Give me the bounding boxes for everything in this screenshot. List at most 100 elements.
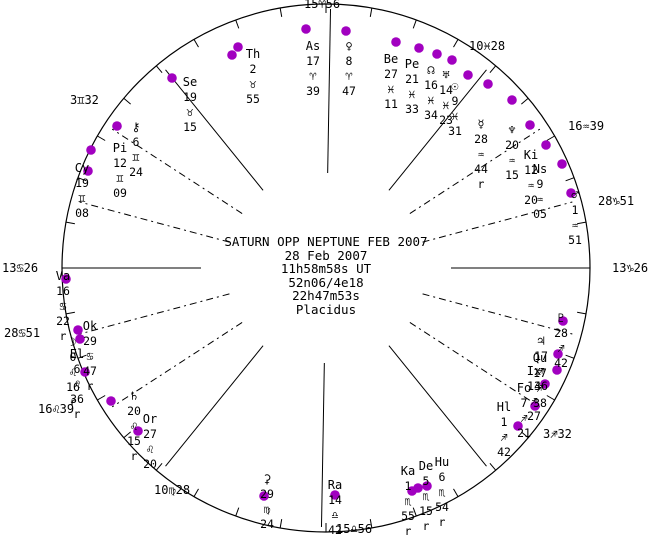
planet-label: ☿	[477, 117, 484, 131]
planet-dot	[330, 490, 340, 500]
chart-info-block: SATURN OPP NEPTUNE FEB 2007 28 Feb 2007 …	[0, 235, 652, 317]
degree-tick	[453, 39, 459, 48]
planet-position-line: ♐	[558, 341, 565, 355]
house-cusp-label: 13♑26	[612, 261, 648, 275]
planet-position-line: ♓	[443, 98, 450, 112]
planet-position-line: 0	[70, 350, 77, 364]
planet-position-line: 1	[501, 415, 508, 429]
house-cusp-line	[165, 345, 264, 467]
degree-tick	[453, 488, 459, 497]
planet-position-line: 28	[474, 132, 488, 146]
planet-position-line: ♌	[70, 365, 77, 379]
planet-dot	[558, 316, 568, 326]
planet-glyph-column: ♅14♓23	[439, 68, 453, 127]
degree-tick	[123, 97, 131, 105]
chart-date: 28 Feb 2007	[284, 247, 368, 263]
planet-position-line: 17	[534, 349, 548, 363]
planet-dot	[463, 70, 473, 80]
planet-position-line: 12	[524, 163, 538, 177]
planet-glyph-column: El6♌36r	[70, 347, 84, 421]
planet-position-line: 29	[260, 487, 274, 501]
planet-position-line: ♋	[60, 299, 67, 313]
planet-position-line: ♋	[87, 349, 94, 363]
planet-glyph-column: ♀8♈47	[342, 39, 356, 98]
planet-glyph-column: ☿28♒44r	[474, 117, 488, 191]
planet-dot	[86, 145, 96, 155]
planet-glyph-column: Ka1♏55r	[401, 464, 415, 538]
house-cusp-line	[388, 69, 487, 191]
planet-position-line: 44	[474, 162, 488, 176]
planet-position-line: 21	[405, 72, 419, 86]
planet-label: ♄	[130, 389, 137, 403]
planet-dot	[259, 491, 269, 501]
planet-position-line: 13	[527, 379, 541, 393]
house-cusp-label: 15♎56	[336, 522, 372, 535]
planet-position-line: ♐	[537, 381, 544, 395]
planet-dot	[540, 379, 550, 389]
planet-position-line: 24	[260, 517, 274, 531]
planet-label: Th	[246, 47, 260, 61]
house-cusp-label: 10♓28	[469, 39, 505, 53]
planet-position-line: 09	[113, 186, 127, 200]
planet-dot	[530, 401, 540, 411]
planet-position-line: ♏	[405, 494, 412, 508]
planet-dot	[167, 73, 177, 83]
planet-label: Ok	[83, 319, 98, 333]
planet-position-line: 39	[306, 84, 320, 98]
planet-dots	[61, 24, 576, 501]
planet-glyph-column: Hu6♏54r	[435, 455, 449, 529]
planet-position-line: 23	[439, 113, 453, 127]
planet-dot	[553, 349, 563, 359]
planet-glyph-column: ⚷6♊24	[129, 120, 143, 179]
chart-sidereal-time: 22h47m53s	[292, 288, 360, 304]
planet-position-line: 8	[346, 54, 353, 68]
chart-house-system: Placidus	[295, 301, 357, 317]
planet-label: Or	[143, 412, 157, 426]
planet-position-line: 5	[423, 474, 430, 488]
planet-position-line: 27	[527, 409, 541, 423]
degree-tick	[77, 354, 87, 359]
planet-position-line: 9	[537, 177, 544, 191]
planet-label: Ix	[527, 364, 541, 378]
planet-position-line: 55	[401, 509, 415, 523]
planet-position-line: r	[439, 515, 446, 529]
planet-dot	[566, 188, 576, 198]
planet-glyph-column: Th2♉55	[246, 47, 260, 106]
planet-position-line: 33	[405, 102, 419, 116]
planet-position-line: ♓	[428, 93, 435, 107]
degree-tick	[279, 7, 283, 17]
planet-position-line: ♌	[131, 419, 138, 433]
planet-position-line: 47	[342, 84, 356, 98]
planet-position-line: 05	[533, 207, 547, 221]
planet-position-line: r	[70, 395, 77, 409]
house-cusp-line	[327, 9, 332, 174]
planet-position-line: 29	[83, 334, 97, 348]
planet-dot	[447, 55, 457, 65]
planet-position-line: 34	[424, 108, 438, 122]
planet-position-line: 15	[419, 504, 433, 518]
planet-position-line: 16	[56, 284, 70, 298]
planet-label: Ki	[524, 148, 538, 162]
planet-dot	[75, 334, 85, 344]
planet-glyph-column: ♄20♌15r	[127, 389, 141, 463]
planet-glyph-column: ⚳29♍24	[260, 472, 274, 531]
planet-position-line: 24	[129, 165, 143, 179]
degree-tick	[565, 354, 575, 359]
planet-position-line: 6	[439, 470, 446, 484]
planet-glyph-column: ♇28♐42	[554, 311, 568, 370]
planet-glyph-column: Ns9♒05	[533, 162, 547, 221]
planet-position-line: r	[405, 524, 412, 535]
degree-tick	[155, 65, 163, 73]
house-cusp-label: 15♈56	[304, 0, 340, 11]
planet-dot	[552, 365, 562, 375]
planet-label: ♂	[571, 188, 578, 202]
planet-glyph-columns: As17♈39♀8♈47Be27♓11Pe21♓33☊16♓34♅14♓23☉9…	[56, 39, 582, 540]
